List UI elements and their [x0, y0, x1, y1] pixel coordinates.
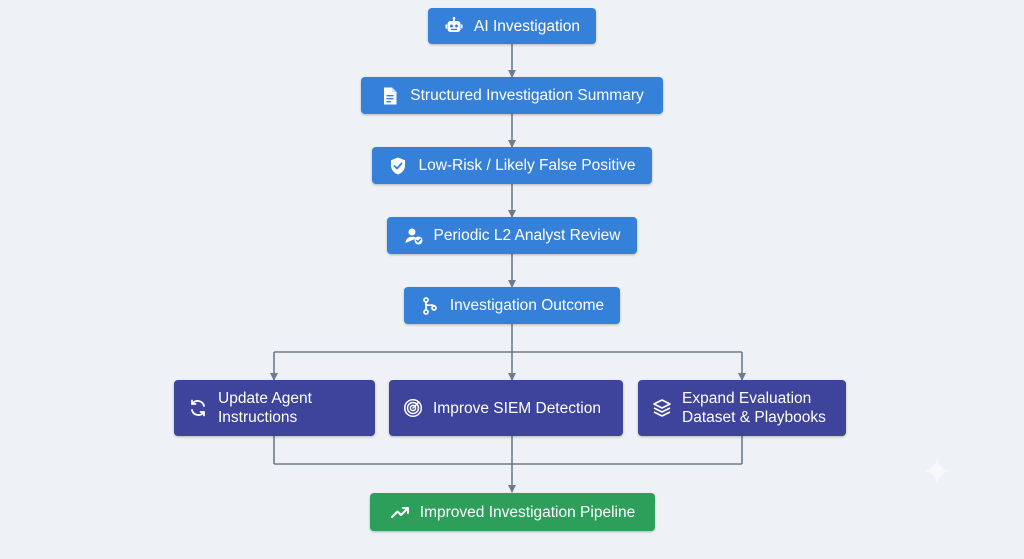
- node-improved-pipeline: Improved Investigation Pipeline: [370, 493, 655, 531]
- node-label: AI Investigation: [474, 17, 580, 35]
- node-periodic-review: Periodic L2 Analyst Review: [387, 217, 637, 254]
- node-label: Investigation Outcome: [449, 297, 605, 314]
- node-structured-summary: Structured Investigation Summary: [361, 77, 663, 114]
- node-label: Update Agent Instructions: [218, 390, 312, 426]
- node-improve-siem: Improve SIEM Detection: [389, 380, 623, 436]
- node-label: Improve SIEM Detection: [433, 399, 601, 417]
- trend-up-icon: [390, 502, 410, 522]
- robot-icon: [444, 16, 464, 36]
- node-low-risk: Low-Risk / Likely False Positive: [372, 147, 652, 184]
- layers-icon: [652, 398, 672, 418]
- node-label: Improved Investigation Pipeline: [419, 503, 636, 521]
- node-label: Expand Evaluation Dataset & Playbooks: [682, 390, 826, 426]
- radar-icon: [403, 398, 423, 418]
- refresh-icon: [188, 398, 208, 418]
- document-icon: [380, 86, 400, 106]
- user-check-icon: [404, 226, 424, 246]
- node-investigation-outcome: Investigation Outcome: [404, 287, 620, 324]
- node-label: Low-Risk / Likely False Positive: [418, 157, 636, 174]
- branch-icon: [420, 296, 440, 316]
- node-update-agent: Update Agent Instructions: [174, 380, 375, 436]
- node-label: Periodic L2 Analyst Review: [433, 227, 621, 244]
- node-expand-dataset: Expand Evaluation Dataset & Playbooks: [638, 380, 846, 436]
- node-ai-investigation: AI Investigation: [428, 8, 596, 44]
- node-label: Structured Investigation Summary: [410, 87, 644, 104]
- shield-check-icon: [388, 156, 408, 176]
- sparkle-watermark-icon: [924, 458, 950, 484]
